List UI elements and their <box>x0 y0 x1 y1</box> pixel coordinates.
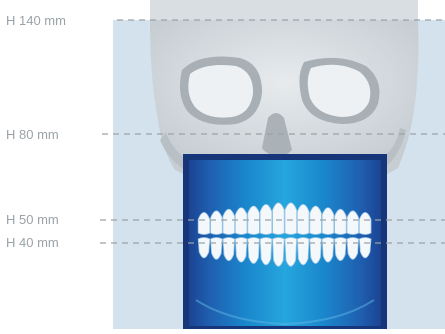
label-h50: H 50 mm <box>6 213 59 226</box>
label-h80: H 80 mm <box>6 128 59 141</box>
label-h40: H 40 mm <box>6 236 59 249</box>
label-h140: H 140 mm <box>6 14 66 27</box>
skull-icon <box>150 0 419 176</box>
